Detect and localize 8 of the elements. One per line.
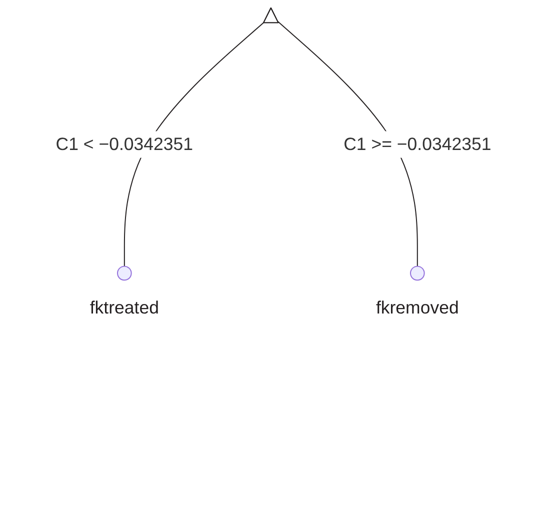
node-label: fktreated	[90, 298, 159, 318]
connector	[124, 21, 266, 267]
node-circle	[117, 266, 132, 281]
edge-label: C1 < −0.0342351	[56, 134, 194, 154]
node-label: fkremoved	[376, 298, 459, 318]
connector	[278, 21, 418, 267]
edge-label: C1 >= −0.0342351	[344, 134, 492, 154]
node-circle	[410, 266, 425, 281]
